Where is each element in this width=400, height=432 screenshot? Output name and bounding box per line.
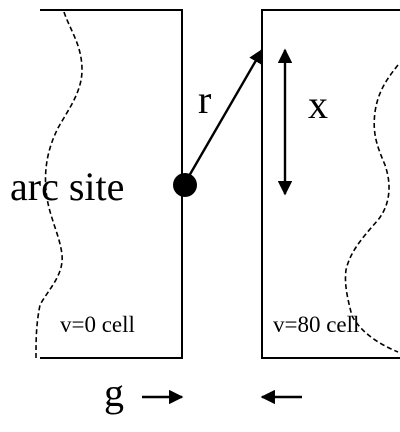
arc-site-group: arc site r	[10, 48, 264, 209]
x-extent-group: x	[277, 48, 328, 196]
arc-site-label: arc site	[10, 164, 124, 209]
r-label: r	[198, 77, 211, 122]
right-cell: v=80 cell	[261, 9, 400, 359]
right-cell-boundary-wavy	[344, 64, 399, 353]
right-cell-label: v=80 cell	[273, 312, 359, 337]
right-cell-outline	[261, 9, 400, 359]
gap-label: g	[104, 370, 124, 415]
x-label: x	[308, 82, 328, 127]
r-vector-arrow	[183, 48, 264, 184]
left-cell-boundary-wavy	[35, 11, 83, 359]
gap-group: g	[104, 370, 302, 415]
left-cell-label: v=0 cell	[60, 312, 135, 337]
arc-site-marker-icon	[173, 173, 197, 197]
